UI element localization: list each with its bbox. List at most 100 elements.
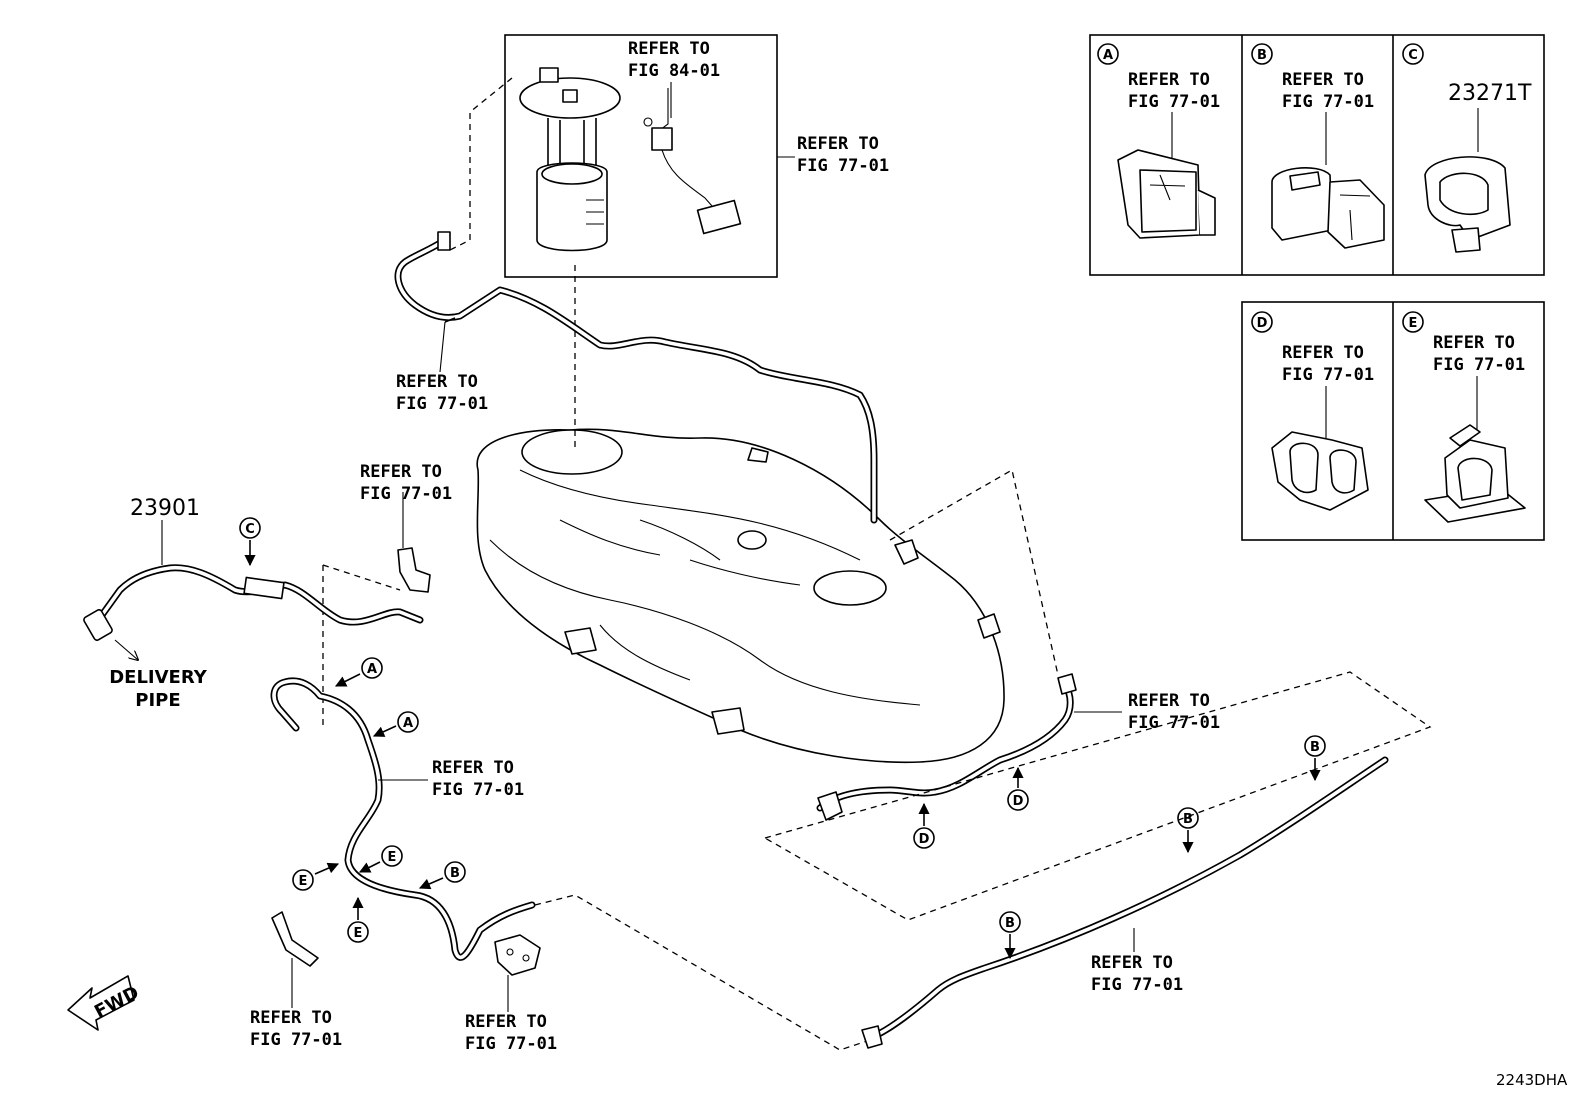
- clamp-e-letter: E: [1409, 316, 1418, 331]
- marker-b-long-middle: B: [1177, 807, 1199, 854]
- clamp-d-cell: D REFER TO FIG 77-01: [1251, 311, 1374, 511]
- marker-d-letter: D: [1013, 794, 1024, 809]
- delivery-pipe-line1: DELIVERY: [109, 667, 208, 688]
- tank-to-filler-leader: [889, 468, 1059, 676]
- refer-fig-77-text: FIG 77-01: [1128, 713, 1220, 733]
- callout-pump-refer-fig-77: REFER TO FIG 77-01: [777, 134, 889, 176]
- marker-c-on-23901: C: [239, 517, 261, 567]
- marker-c-letter: C: [245, 522, 255, 537]
- marker-e-bottom: E: [347, 896, 369, 943]
- marker-e-letter: E: [354, 926, 363, 941]
- pipe-retainer-clip: REFER TO FIG 77-01: [465, 934, 557, 1054]
- clip-leader-diagonal: [322, 564, 401, 591]
- callout-vent-hose: REFER TO FIG 77-01: [396, 321, 488, 414]
- diagram-code: 2243DHA: [1496, 1071, 1568, 1089]
- vent-hose-top: [394, 231, 878, 524]
- fuel-tank-bracket-right: [894, 539, 919, 565]
- clamp-e-cell: E REFER TO FIG 77-01: [1402, 311, 1526, 523]
- pipe-bracket-clip: REFER TO FIG 77-01: [360, 462, 452, 593]
- refer-fig-77-text: FIG 77-01: [1282, 92, 1374, 112]
- clamp-b-letter: B: [1257, 48, 1267, 63]
- vent-hose-connector: [437, 231, 451, 251]
- marker-b-letter: B: [1183, 812, 1193, 827]
- clamp-c-cell: C 23271T: [1402, 43, 1532, 253]
- marker-d-right: D: [1007, 766, 1029, 811]
- refer-fig-77-text: FIG 77-01: [797, 156, 889, 176]
- refer-to-text: REFER TO: [1433, 333, 1515, 353]
- marker-d-letter: D: [919, 832, 930, 847]
- refer-to-text: REFER TO: [628, 39, 710, 59]
- marker-e-letter: E: [299, 874, 308, 889]
- fuel-line-clamp-c: [243, 576, 285, 600]
- refer-to-text: REFER TO: [797, 134, 879, 154]
- refer-to-text: REFER TO: [1128, 691, 1210, 711]
- refer-fig-77-text: FIG 77-01: [432, 780, 524, 800]
- fuel-tank-sender-opening: [813, 570, 887, 606]
- marker-d-left: D: [913, 802, 935, 849]
- part-number-23271t: 23271T: [1448, 81, 1532, 106]
- fuel-tank-vent-port: [737, 530, 767, 550]
- marker-b-letter: B: [450, 866, 460, 881]
- refer-to-text: REFER TO: [360, 462, 442, 482]
- marker-a-upper: A: [334, 657, 383, 687]
- fuel-tank-filler-stub: [977, 613, 1001, 639]
- clamp-inset-bottom: D REFER TO FIG 77-01 E REFER TO FIG 77-0…: [1241, 301, 1545, 541]
- fuel-tank-pump-opening: [521, 429, 623, 475]
- marker-b-left: B: [418, 861, 466, 890]
- clamp-a-cell: A REFER TO FIG 77-01: [1097, 43, 1220, 239]
- main-fuel-pipe-left: REFER TO FIG 77-01: [270, 677, 536, 961]
- fuel-sender-gauge: [643, 88, 742, 235]
- clamp-d-letter: D: [1257, 316, 1268, 331]
- clamp-b-part: [1271, 167, 1385, 249]
- clamp-b-cell: B REFER TO FIG 77-01: [1251, 43, 1385, 249]
- refer-to-text: REFER TO: [465, 1012, 547, 1032]
- delivery-pipe-line2: PIPE: [135, 690, 180, 711]
- clamp-c-part: [1424, 156, 1511, 253]
- fuel-line-23901: 23901 DELIVERY PIPE: [83, 496, 424, 711]
- clamp-inset-top: A REFER TO FIG 77-01 B REFER TO FIG 77-0…: [1089, 34, 1545, 276]
- clamp-a-letter: A: [1103, 48, 1113, 63]
- filler-pipe: REFER TO FIG 77-01: [816, 673, 1220, 821]
- refer-to-text: REFER TO: [396, 372, 478, 392]
- clamp-d-part: [1271, 431, 1369, 511]
- marker-b-long-upper: B: [1304, 735, 1326, 782]
- refer-fig-77-text: FIG 77-01: [1433, 355, 1525, 375]
- fuel-tank-bracket-top: [747, 447, 769, 463]
- clamp-c-letter: C: [1408, 48, 1418, 63]
- refer-to-text: REFER TO: [1091, 953, 1173, 973]
- clamp-e-part: [1424, 424, 1526, 523]
- refer-fig-77-text: FIG 77-01: [360, 484, 452, 504]
- long-fuel-pipe: REFER TO FIG 77-01: [861, 756, 1389, 1049]
- fuel-tank-bracket-left: [564, 627, 597, 655]
- refer-fig-77-text: FIG 77-01: [396, 394, 488, 414]
- main-to-long-pipe-leader: [534, 894, 871, 1051]
- refer-fig-77-text: FIG 77-01: [1128, 92, 1220, 112]
- refer-fig-77-text: FIG 77-01: [1091, 975, 1183, 995]
- marker-a-letter: A: [403, 716, 413, 731]
- marker-b-letter: B: [1310, 740, 1320, 755]
- part-number-23901: 23901: [130, 496, 200, 521]
- marker-b-long-lower: B: [999, 911, 1021, 960]
- refer-fig-77-text: FIG 77-01: [465, 1034, 557, 1054]
- fuel-pump-assembly: [519, 67, 621, 252]
- refer-to-text: REFER TO: [432, 758, 514, 778]
- marker-a-letter: A: [367, 662, 377, 677]
- refer-fig-77-text: FIG 77-01: [1282, 365, 1374, 385]
- fuel-pump-inset: REFER TO FIG 84-01: [504, 34, 778, 278]
- marker-a-lower: A: [372, 711, 419, 737]
- fuel-tank: [476, 428, 1005, 764]
- long-pipe-end-fitting: [861, 1025, 883, 1049]
- marker-e-right: E: [358, 845, 403, 873]
- fuel-tank-bracket-bottom: [711, 707, 745, 735]
- filler-pipe-connector-top: [1057, 673, 1077, 695]
- long-pipe-region-frame: [763, 671, 1432, 921]
- marker-b-letter: B: [1005, 916, 1015, 931]
- pump-to-vent-hose-leader: [449, 77, 513, 251]
- marker-e-letter: E: [388, 850, 397, 865]
- forward-direction-arrow: FWD: [67, 975, 142, 1031]
- filler-pipe-clamp-left: [817, 791, 843, 821]
- fuel-line-quick-connector: [83, 609, 113, 641]
- clamp-a-part: [1117, 149, 1216, 239]
- refer-to-text: REFER TO: [1282, 70, 1364, 90]
